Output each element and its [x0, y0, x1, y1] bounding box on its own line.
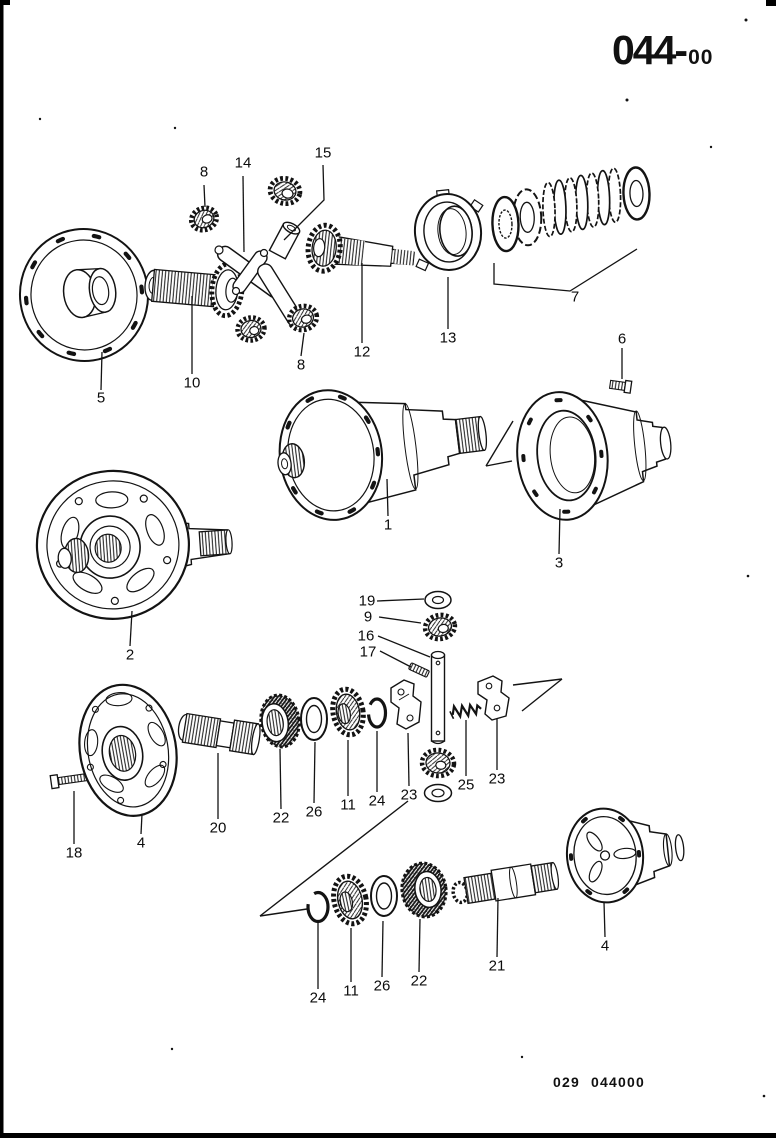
callout-6: 6	[617, 330, 627, 348]
part-4-case-half-upper	[78, 683, 178, 817]
callout-3: 3	[554, 554, 564, 572]
direction-arrows	[259, 420, 563, 917]
arrow-between-1-and-3	[485, 420, 514, 467]
leader-lines	[73, 164, 638, 989]
callout-18: 18	[65, 844, 83, 862]
part-22-bearing-upper	[259, 693, 301, 749]
part-26-ring-lower	[370, 875, 398, 917]
callout-24-lower: 24	[309, 989, 327, 1007]
part-1-diff-housing	[277, 389, 488, 521]
part-25-spring	[449, 702, 482, 720]
callout-11-upper: 11	[340, 796, 356, 814]
callout-22-lower: 22	[410, 972, 428, 990]
arrow-right-of-brackets	[512, 678, 563, 712]
part-11-gear-upper	[330, 686, 366, 738]
callout-12: 12	[353, 343, 371, 361]
part-17-roll-pin	[408, 662, 430, 678]
callout-25: 25	[457, 776, 475, 794]
repair-group-number: 044-	[612, 27, 688, 73]
callout-15: 15	[314, 144, 332, 162]
callout-23-left: 23	[400, 786, 418, 804]
mid-washer	[423, 783, 453, 803]
part-4-case-half-lower	[565, 807, 685, 904]
part-20-splined-shaft	[177, 712, 261, 756]
part-24-snap-ring-lower	[306, 890, 330, 924]
scan-speckles	[38, 18, 766, 1098]
callout-16: 16	[357, 627, 375, 645]
part-8-bevel-gear-lower	[286, 303, 320, 333]
callout-1: 1	[383, 516, 393, 534]
part-11-gear-lower	[331, 873, 369, 927]
part-3-housing-cover	[516, 391, 672, 521]
callout-24-upper: 24	[368, 792, 386, 810]
callout-10: 10	[183, 374, 201, 392]
callout-4-lower: 4	[600, 937, 610, 955]
callout-8-upper: 8	[199, 163, 209, 181]
part-18-bolt	[49, 772, 89, 790]
callout-26-lower: 26	[373, 977, 391, 995]
arrow-bottom-left	[259, 800, 409, 917]
callout-11-lower: 11	[343, 982, 359, 1000]
callout-9: 9	[363, 608, 373, 626]
part-8-bevel-gear-upper	[188, 205, 220, 233]
callout-17: 17	[359, 643, 377, 661]
callout-26-upper: 26	[305, 803, 323, 821]
page-header-code: 044- 00	[612, 30, 713, 71]
callout-22-upper: 22	[272, 809, 290, 827]
mid-bevel-gear	[419, 747, 457, 779]
part-7-plate-stack	[491, 166, 651, 253]
part-16-pin-shaft	[430, 650, 446, 745]
callout-19: 19	[358, 592, 376, 610]
part-9-gear	[422, 612, 458, 642]
part-6-bolt	[608, 379, 633, 394]
part-26-ring-upper	[300, 697, 328, 741]
callout-2: 2	[125, 646, 135, 664]
part-23-bracket-right	[477, 675, 510, 721]
callout-5: 5	[96, 389, 106, 407]
part-2-diff-assembly	[35, 469, 233, 620]
part-24-snap-ring-upper	[366, 697, 388, 729]
callout-8-lower: 8	[296, 356, 306, 374]
part-23-bracket-left	[390, 679, 422, 730]
part-13-clutch-drum	[413, 189, 484, 272]
part-12-gear-shaft	[305, 222, 415, 274]
part-5-cover-plate	[18, 228, 150, 362]
top-center-gear	[267, 175, 303, 207]
page-footer-code: 029 044000	[553, 1074, 645, 1090]
callout-7: 7	[570, 288, 580, 306]
callout-4-upper: 4	[136, 834, 146, 852]
repair-group-suffix: 00	[688, 46, 714, 69]
part-21-pinion-shaft	[451, 861, 560, 905]
part-22-bearing-lower	[400, 861, 448, 919]
callout-23-right: 23	[488, 770, 506, 788]
callout-21: 21	[488, 957, 506, 975]
callout-14: 14	[234, 154, 252, 172]
callout-13: 13	[439, 329, 457, 347]
part-10-splined-shaft	[144, 261, 245, 319]
bevel-gear-small	[235, 315, 267, 343]
callout-20: 20	[209, 819, 227, 837]
part-19-washer	[424, 590, 452, 610]
